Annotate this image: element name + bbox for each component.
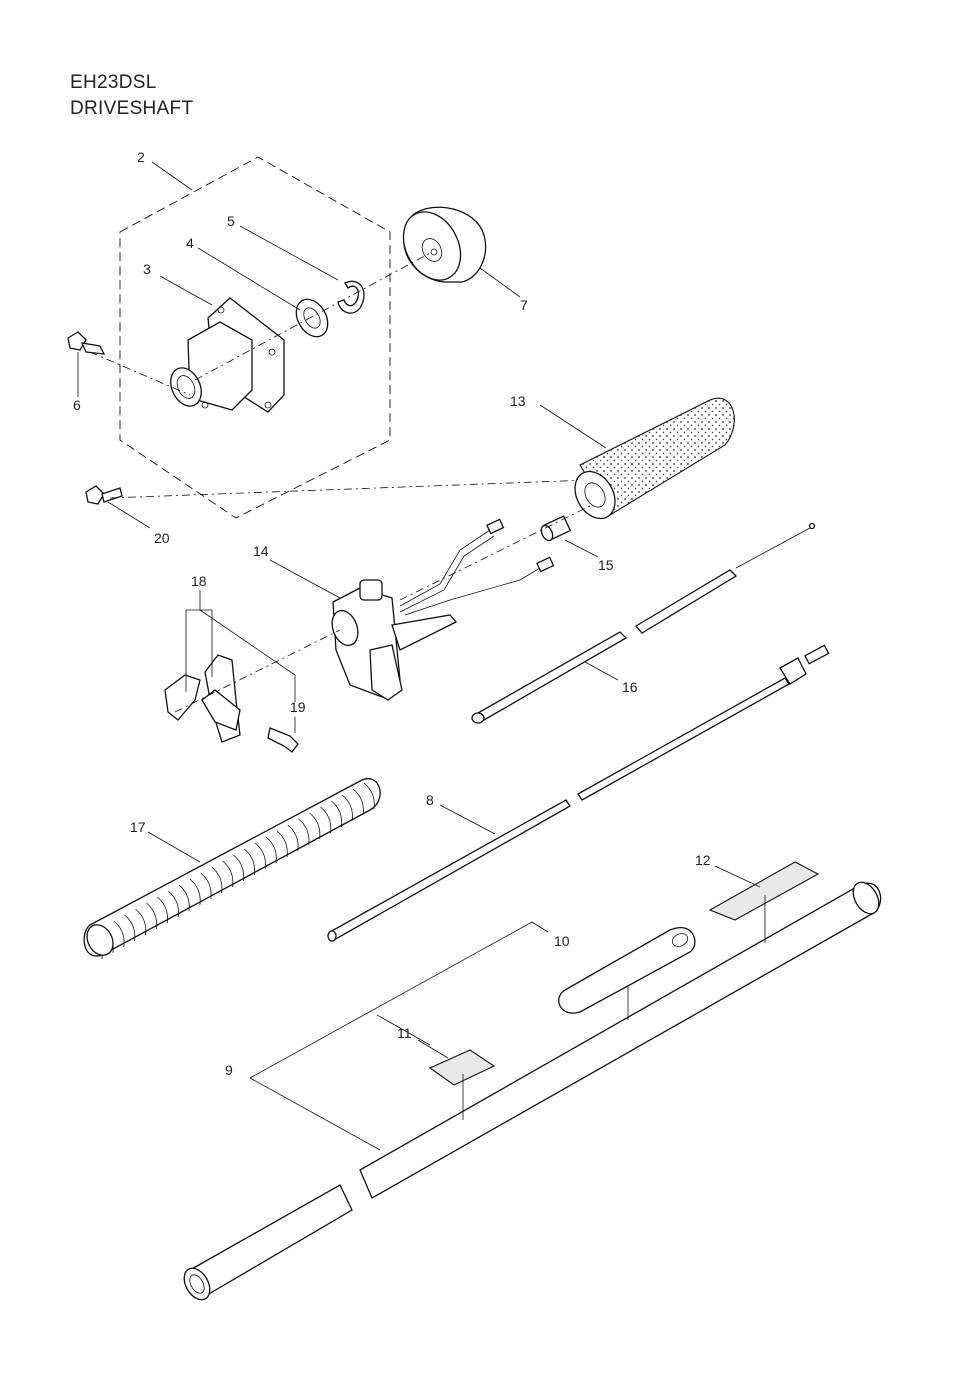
throttle-cable-part-16 (471, 522, 816, 724)
bolt-part-19 (267, 727, 299, 753)
circlip-part-5 (337, 280, 365, 314)
main-tube-part-9 (183, 881, 882, 1301)
callout-7: 7 (520, 297, 528, 313)
callout-20: 20 (154, 530, 170, 546)
callout-9: 9 (225, 1062, 233, 1078)
callout-3: 3 (143, 261, 151, 277)
leader-lines (77, 161, 766, 1151)
grip-part-13 (574, 397, 735, 520)
section-title: DRIVESHAFT (70, 98, 194, 119)
spacer-part-15 (540, 515, 572, 542)
clamp-part-18 (164, 654, 241, 743)
model-title: EH23DSL (70, 72, 157, 93)
callout-14: 14 (253, 543, 269, 559)
callout-5: 5 (227, 213, 235, 229)
callout-11: 11 (397, 1025, 412, 1041)
callout-15: 15 (598, 557, 614, 573)
callout-6: 6 (73, 397, 81, 413)
label-part-11 (428, 1049, 496, 1086)
assembly-2-boundary (119, 156, 391, 519)
callout-13: 13 (510, 393, 526, 409)
clutch-drum-part-7 (402, 206, 487, 283)
callout-18: 18 (191, 573, 207, 589)
shaft-liner-part-17 (83, 777, 381, 960)
gear-case-part-3 (170, 297, 285, 413)
callout-10: 10 (554, 933, 570, 949)
bolt-part-20 (85, 485, 123, 505)
label-part-12 (708, 861, 820, 921)
throttle-handle-part-14 (331, 518, 555, 701)
callout-16: 16 (622, 679, 638, 695)
callout-19: 19 (290, 699, 306, 715)
callout-2: 2 (137, 149, 145, 165)
callout-8: 8 (426, 792, 434, 808)
callout-17: 17 (130, 819, 146, 835)
drive-shaft-part-8 (327, 644, 830, 942)
callout-12: 12 (695, 852, 711, 868)
callout-4: 4 (186, 235, 194, 251)
label-part-10 (558, 927, 696, 1014)
bearing-part-4 (295, 298, 329, 338)
bolt-part-6 (67, 331, 106, 355)
